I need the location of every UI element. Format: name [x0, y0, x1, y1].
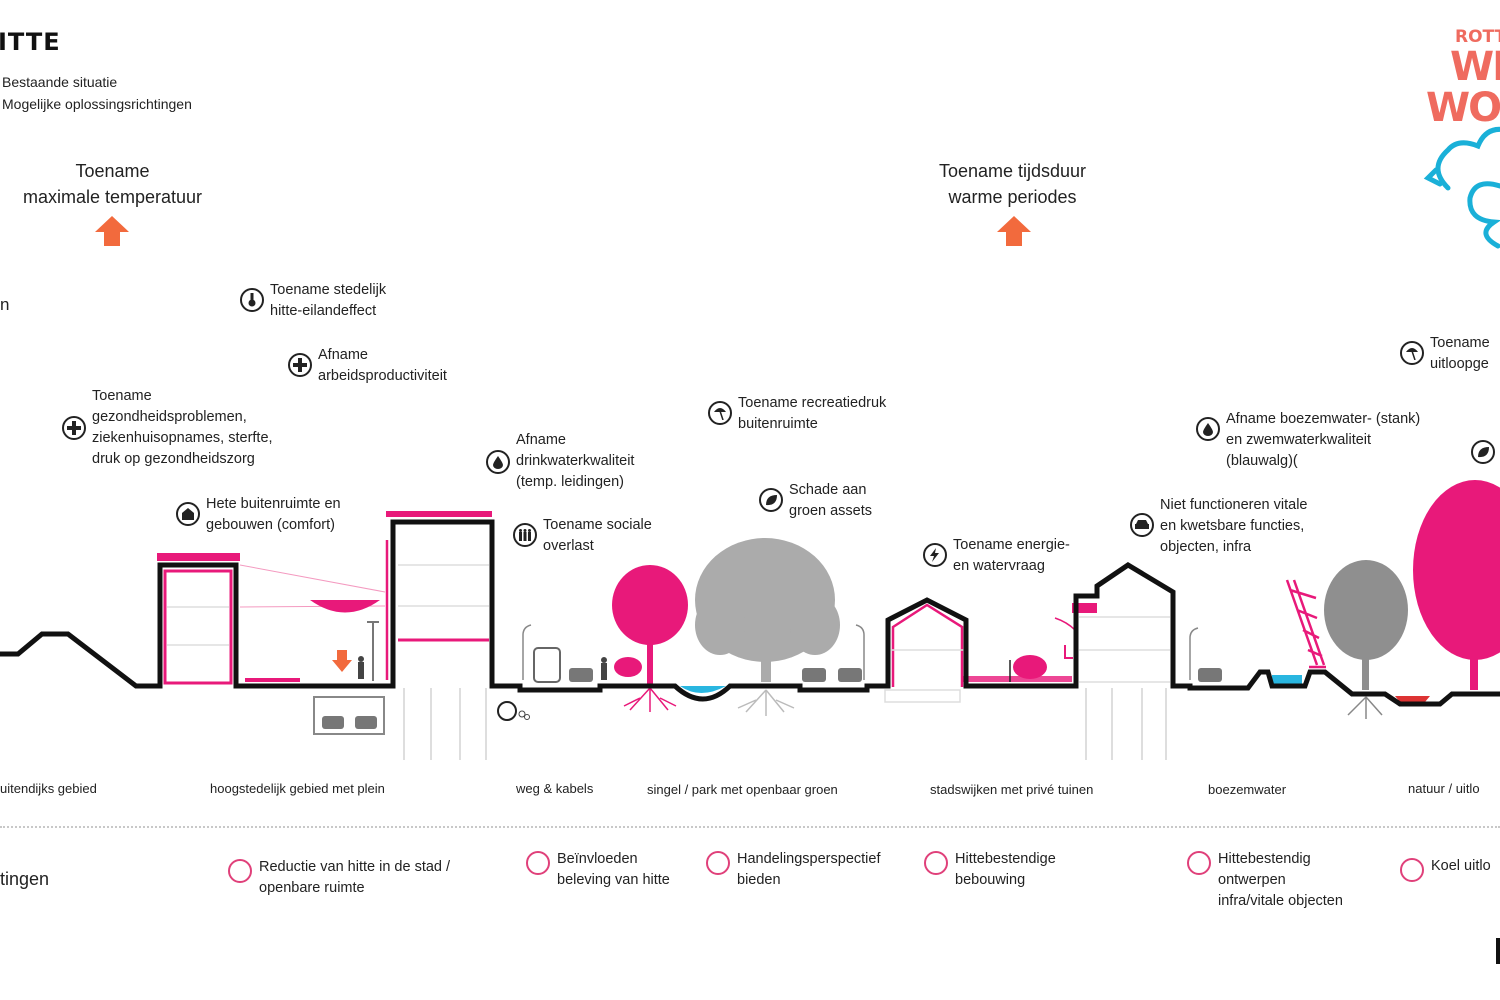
- up-arrow-icon: [997, 216, 1031, 246]
- plus-icon: [62, 416, 86, 440]
- effect-drinking-water: Afname drinkwaterkwaliteit (temp. leidin…: [486, 430, 634, 493]
- logo-line-1: ROTT: [1455, 27, 1500, 47]
- plus-icon: [288, 353, 312, 377]
- street-traffic: [522, 624, 1222, 683]
- car-icon: [1130, 513, 1154, 537]
- effect-heat-island: Toename stedelijk hitte-eilandeffect: [240, 280, 386, 322]
- building-left: [157, 553, 240, 685]
- legend-existing: Bestaande situatie: [2, 74, 118, 90]
- zone-label-neighborhoods: stadswijken met privé tuinen: [930, 782, 1094, 797]
- water-bodies: [680, 675, 1430, 702]
- leaf-icon: [1471, 440, 1495, 464]
- driver-warm-periods: Toename tijdsduur warme periodes: [938, 161, 1087, 207]
- parking-garage: [313, 696, 385, 735]
- solution-circle-icon: [526, 851, 550, 875]
- gray-root-right: [1347, 696, 1383, 719]
- gray-root-system: [737, 689, 795, 716]
- solution-circle-icon: [1187, 851, 1211, 875]
- water-drop-icon: [486, 450, 510, 474]
- effect-hot-outdoor-space: Hete buitenruimte en gebouwen (comfort): [176, 494, 341, 536]
- thermometer-icon: [240, 288, 264, 312]
- lightning-icon: [923, 543, 947, 567]
- solution-cool-outskirts: Koel uitlo: [1400, 856, 1491, 882]
- pink-tree: [612, 565, 688, 685]
- solution-action-perspective: Handelingsperspectief bieden: [706, 849, 880, 891]
- page-title: ITTE: [0, 28, 61, 56]
- effect-health-problems: Toename gezondheidsproblemen, ziekenhuis…: [62, 386, 273, 470]
- people-icon: [513, 523, 537, 547]
- up-arrow-icon: [95, 216, 129, 246]
- zone-label-nature: natuur / uitlo: [1408, 781, 1480, 796]
- cables-icon: [497, 701, 530, 721]
- effect-energy-water-demand: Toename energie- en watervraag: [923, 535, 1070, 577]
- solution-circle-icon: [1400, 858, 1424, 882]
- house-icon: [176, 502, 200, 526]
- driver-max-temperature: Toename maximale temperatuur: [22, 161, 203, 207]
- logo-line-3: WO: [1426, 85, 1500, 131]
- ground-profile-line: [0, 519, 1500, 707]
- effect-social-nuisance: Toename sociale overlast: [513, 515, 652, 557]
- logo-line-2: WI: [1450, 44, 1500, 90]
- down-arrow-icon: [332, 650, 352, 672]
- pink-root-system: [623, 687, 677, 712]
- foundation-piles: [403, 688, 1167, 760]
- solutions-heading: tingen: [0, 869, 50, 889]
- solution-reduce-heat: Reductie van hitte in de stad / openbare…: [228, 857, 450, 899]
- zone-label-storage-water: boezemwater: [1208, 782, 1287, 797]
- pink-tree-large: [1413, 480, 1500, 690]
- effect-green-assets-damage: Schade aan groen assets: [759, 480, 872, 522]
- left-edge-fragment: n: [0, 295, 10, 314]
- legend-solutions: Mogelijke oplossingsrichtingen: [2, 96, 192, 112]
- solution-heat-resistant-infra: Hittebestendig ontwerpen infra/vitale ob…: [1187, 849, 1343, 912]
- plaza-figures: [245, 540, 389, 682]
- section-divider: [0, 826, 1500, 828]
- effect-labor-productivity: Afname arbeidsproductiviteit: [288, 345, 447, 387]
- parasol-icon: [1400, 341, 1424, 365]
- zone-label-canal-park: singel / park met openbaar groen: [647, 782, 838, 797]
- solution-circle-icon: [924, 851, 948, 875]
- corner-mark: [1496, 938, 1500, 964]
- effect-recreation-pressure: Toename recreatiedruk buitenruimte: [708, 393, 886, 435]
- zone-label-road-cables: weg & kabels: [516, 781, 594, 796]
- parasol-icon: [708, 401, 732, 425]
- crane-structure: [1285, 579, 1326, 669]
- leaf-icon: [759, 488, 783, 512]
- cloud-cycle-icon: [1423, 126, 1500, 249]
- effect-vital-functions: Niet functioneren vitale en kwetsbare fu…: [1130, 495, 1308, 558]
- solution-circle-icon: [228, 859, 252, 883]
- gray-willow-tree: [695, 538, 840, 682]
- house-gable: [884, 603, 1072, 703]
- shade-sail: [239, 564, 386, 613]
- solution-perception: Beïnvloeden beleving van hitte: [526, 849, 670, 891]
- effect-recreation-outskirts: Toename uitloopge: [1400, 333, 1490, 375]
- zone-label-outer-dike: uitendijks gebied: [0, 781, 97, 796]
- building-tall: [386, 511, 492, 642]
- solution-heat-resistant-buildings: Hittebestendige bebouwing: [924, 849, 1056, 891]
- house-tall: [1054, 603, 1170, 683]
- gray-tree-right: [1324, 560, 1408, 690]
- water-drop-icon: [1196, 417, 1220, 441]
- effect-water-quality: Afname boezemwater- (stank) en zwemwater…: [1196, 409, 1420, 472]
- effect-green-damage-right: [1471, 432, 1495, 464]
- zone-label-high-urban: hoogstedelijk gebied met plein: [210, 781, 385, 796]
- solution-circle-icon: [706, 851, 730, 875]
